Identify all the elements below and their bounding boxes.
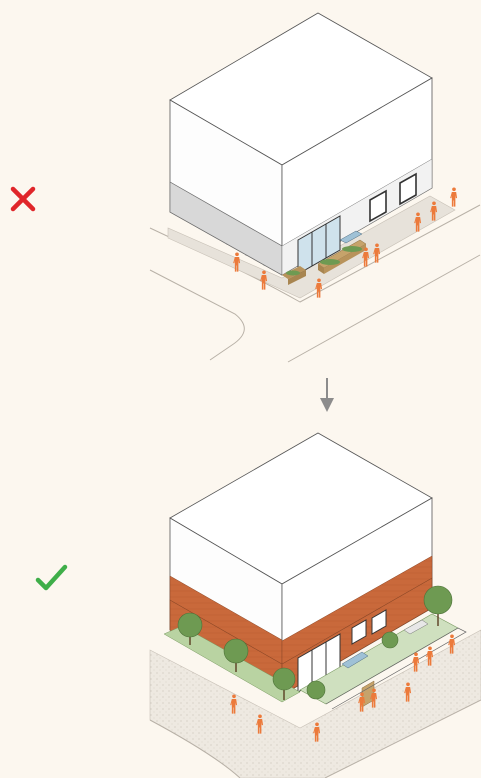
- cross-icon: [13, 189, 33, 209]
- arrow-down-icon: [320, 378, 334, 412]
- tree: [307, 681, 325, 699]
- check-icon: [38, 567, 65, 588]
- after-panel: [150, 433, 481, 778]
- before-panel: [150, 13, 480, 362]
- tree: [382, 632, 398, 648]
